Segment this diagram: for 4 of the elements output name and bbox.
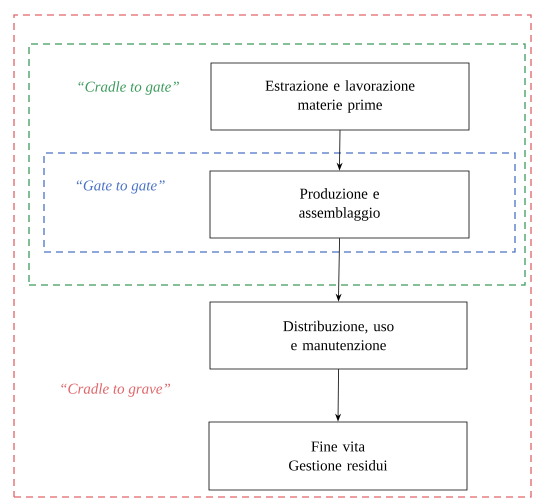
process-box: Distribuzione, uso e manutenzione [210, 302, 468, 370]
process-box: Produzione e assemblaggio [210, 170, 470, 238]
process-box: Fine vita Gestione residui [208, 422, 468, 490]
process-box: Estrazione e lavorazione materie prime [210, 62, 470, 130]
